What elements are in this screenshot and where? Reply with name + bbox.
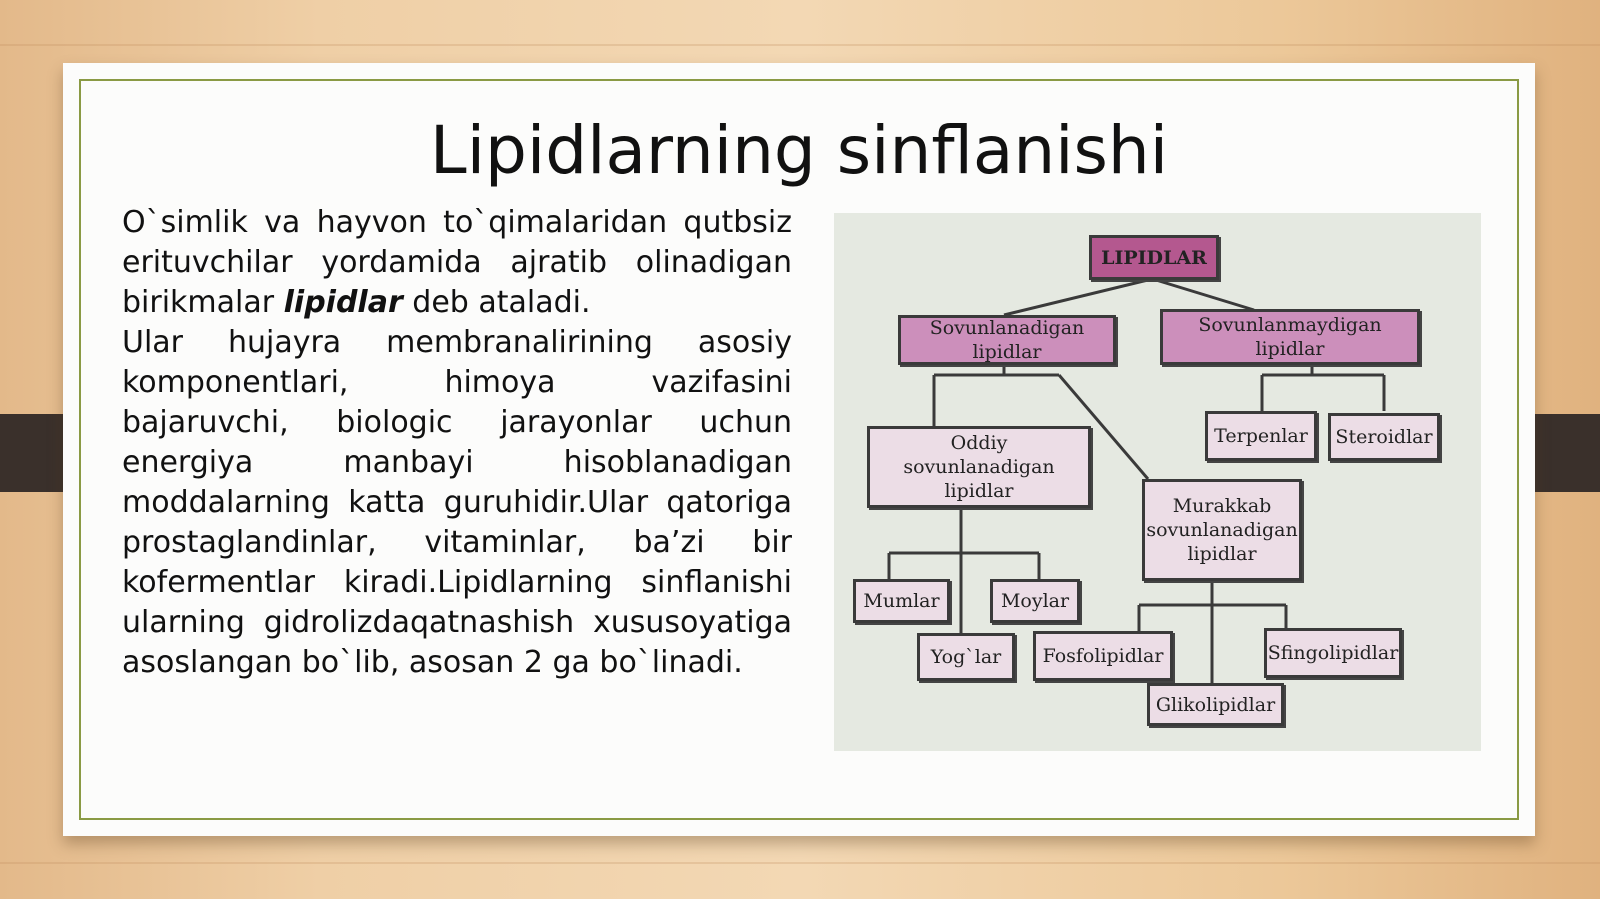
paragraph-definition: O`simlik va hayvon to`qimalaridan qutbsi… <box>122 205 792 320</box>
slide-body-text: O`simlik va hayvon to`qimalaridan qutbsi… <box>122 203 792 683</box>
lipidlar-emphasis: lipidlar <box>283 285 403 320</box>
glycolipids-box: Glikolipidlar <box>1147 683 1284 726</box>
fats-box: Yog`lar <box>917 633 1015 681</box>
non-saponifiable-lipids-box: Sovunlanmaydigan lipidlar <box>1160 309 1420 365</box>
lipid-classification-diagram: LIPIDLAR Sovunlanadigan lipidlar Sovunla… <box>834 213 1481 751</box>
slide-title: Lipidlarning sinflanishi <box>429 112 1169 189</box>
slide-frame <box>79 79 1519 820</box>
waxes-box: Mumlar <box>853 579 950 623</box>
terpenes-box: Terpenlar <box>1205 411 1317 461</box>
steroids-box: Steroidlar <box>1328 413 1440 461</box>
simple-saponifiable-box: Oddiy sovunlanadigan lipidlar <box>867 426 1091 508</box>
wood-grain <box>0 862 1600 864</box>
slide-card: Lipidlarning sinflanishi O`simlik va hay… <box>63 63 1535 836</box>
wood-grain <box>0 44 1600 46</box>
root-lipids-box: LIPIDLAR <box>1089 235 1219 280</box>
sphingolipids-box: Sfingolipidlar <box>1264 628 1402 678</box>
paragraph-description: Ular hujayra membranalirining asosiy kom… <box>122 325 792 680</box>
phospholipids-box: Fosfolipidlar <box>1033 631 1173 681</box>
saponifiable-lipids-box: Sovunlanadigan lipidlar <box>898 315 1116 365</box>
oils-box: Moylar <box>990 579 1080 623</box>
complex-saponifiable-box: Murakkab sovunlanadigan lipidlar <box>1142 479 1302 581</box>
